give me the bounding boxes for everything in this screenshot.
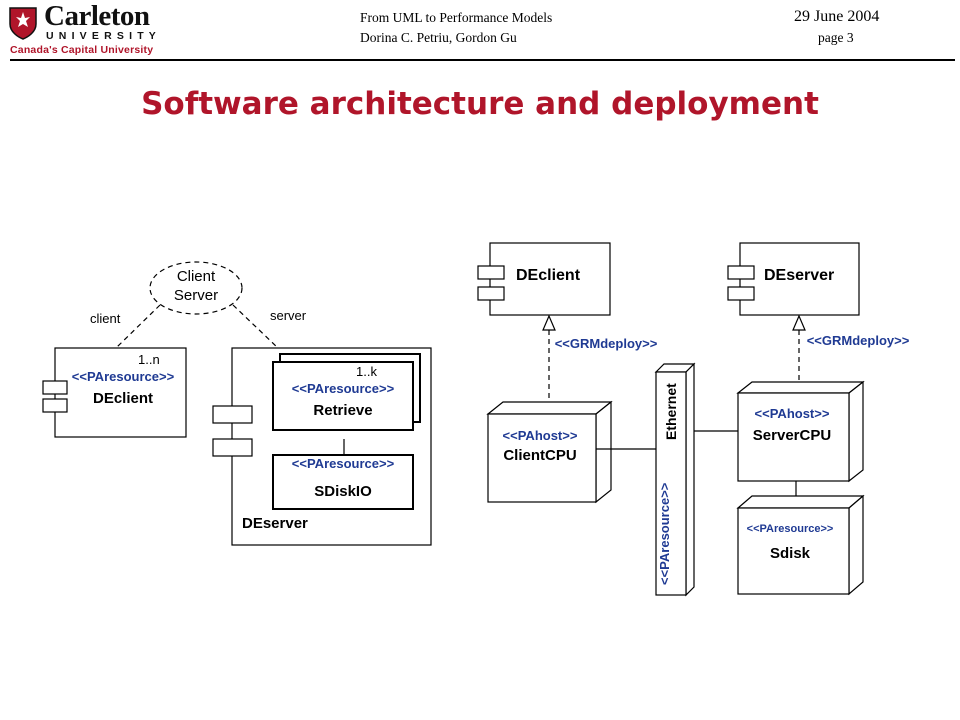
collaboration-client-server: Client Server client server bbox=[90, 261, 307, 349]
right-declient-name: DEclient bbox=[516, 267, 581, 284]
sdiskio-name: SDiskIO bbox=[314, 483, 372, 500]
logo-university: UNIVERSITY bbox=[46, 30, 162, 42]
clientcpu-node: <<PAhost>> ClientCPU bbox=[486, 400, 613, 504]
retrieve-box bbox=[272, 361, 414, 431]
logo-wordmark: Carleton bbox=[44, 0, 150, 32]
deploy-arrow-server bbox=[792, 314, 806, 382]
servercpu-stereotype: <<PAhost>> bbox=[755, 406, 830, 421]
clientcpu-stereotype: <<PAhost>> bbox=[503, 428, 578, 443]
clientcpu-name: ClientCPU bbox=[503, 447, 576, 464]
left-declient-name: DEclient bbox=[93, 390, 153, 407]
crest-icon bbox=[9, 7, 37, 40]
left-deserver-component: DEserver 1..k <<PAresource>> Retrieve <<… bbox=[212, 347, 432, 546]
sdisk-stereotype: <<PAresource>> bbox=[747, 523, 834, 535]
sdiskio-box bbox=[272, 454, 414, 510]
deploy-client-label: <<GRMdeploy>> bbox=[555, 336, 658, 351]
retrieve-name: Retrieve bbox=[313, 402, 372, 419]
right-declient-component: DEclient bbox=[477, 242, 611, 316]
ethernet-node: Ethernet <<PAresource>> bbox=[654, 362, 696, 597]
client-role-label: client bbox=[90, 311, 121, 326]
client-role-line bbox=[115, 304, 161, 349]
servercpu-name: ServerCPU bbox=[753, 427, 831, 444]
ethernet-stereotype: <<PAresource>> bbox=[657, 482, 672, 585]
right-deserver-component: DEserver bbox=[727, 242, 860, 316]
right-deserver-name: DEserver bbox=[764, 267, 834, 284]
left-declient-component: 1..n <<PAresource>> DEclient bbox=[42, 347, 187, 438]
collaboration-name-line1: Client bbox=[177, 268, 216, 285]
left-declient-stereotype: <<PAresource>> bbox=[72, 369, 175, 384]
course-title: From UML to Performance Models bbox=[360, 10, 553, 25]
authors: Dorina C. Petriu, Gordon Gu bbox=[360, 30, 517, 45]
left-deserver-name: DEserver bbox=[242, 515, 308, 532]
carleton-logo: Carleton UNIVERSITY Canada's Capital Uni… bbox=[8, 0, 156, 56]
deploy-server-label: <<GRMdeploy>> bbox=[807, 333, 910, 348]
sdiskio-stereotype: <<PAresource>> bbox=[292, 456, 395, 471]
sdisk-name: Sdisk bbox=[770, 545, 811, 562]
collaboration-name-line2: Server bbox=[174, 287, 218, 304]
logo-tagline: Canada's Capital University bbox=[10, 44, 154, 56]
retrieve-multiplicity: 1..k bbox=[356, 364, 377, 379]
servercpu-node: <<PAhost>> ServerCPU bbox=[736, 380, 865, 483]
ethernet-name: Ethernet bbox=[663, 383, 679, 440]
sdisk-node: <<PAresource>> Sdisk bbox=[736, 494, 865, 596]
slide-title: Software architecture and deployment bbox=[141, 86, 819, 122]
deploy-arrow-client bbox=[542, 314, 556, 402]
left-declient-multiplicity: 1..n bbox=[138, 352, 160, 367]
server-role-label: server bbox=[270, 308, 307, 323]
date: 29 June 2004 bbox=[794, 8, 880, 25]
page-number: page 3 bbox=[818, 30, 854, 45]
header-rule bbox=[10, 59, 955, 61]
retrieve-stereotype: <<PAresource>> bbox=[292, 381, 395, 396]
server-role-line bbox=[232, 304, 279, 349]
